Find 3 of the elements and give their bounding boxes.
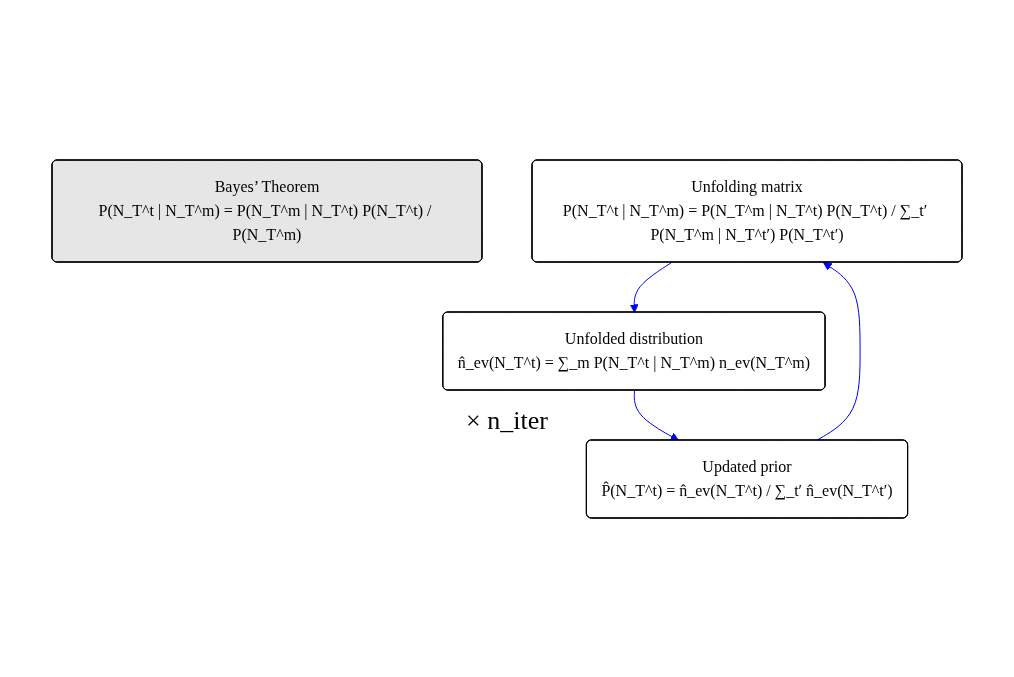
arrow: [633, 389, 679, 441]
arrow: [629, 261, 673, 313]
iteration-label: × n_iter: [466, 406, 548, 436]
